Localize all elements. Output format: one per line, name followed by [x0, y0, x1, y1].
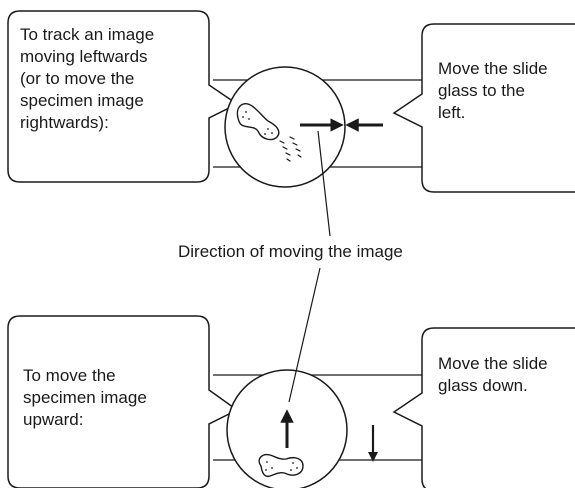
specimen-blob-icon: [236, 102, 280, 141]
bottom-right-instruction: Move the slide glass down.: [438, 354, 548, 395]
top-right-instruction: Move the slide glass to the left.: [438, 59, 548, 122]
bottom-right-callout: [392, 327, 575, 488]
top-left-instruction: To track an image moving leftwards (or t…: [20, 25, 155, 132]
top-left-callout: [7, 10, 239, 183]
top-right-callout: [392, 23, 575, 193]
bottom-left-instruction: To move the specimen image upward:: [23, 366, 147, 429]
specimen-blob-icon: [258, 453, 304, 478]
caption-leader-lines: [288, 130, 331, 403]
top-field-of-view: [224, 66, 346, 188]
motion-trail-icon: [279, 136, 302, 162]
direction-caption: Direction of moving the image: [178, 242, 403, 261]
